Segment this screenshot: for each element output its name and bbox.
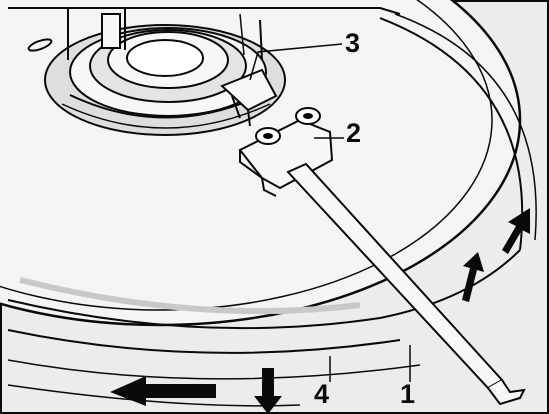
callout-label-4: 4 xyxy=(314,379,330,409)
hub xyxy=(44,8,286,136)
callout-label-3: 3 xyxy=(345,28,361,58)
arrow-right-up-large xyxy=(502,208,530,254)
leader-lines xyxy=(249,43,411,382)
housing-background xyxy=(8,7,401,52)
callout-label-1: 1 xyxy=(400,379,416,409)
latch-part-3 xyxy=(220,68,278,127)
callout-label-2: 2 xyxy=(346,118,362,148)
lever-tool-1 xyxy=(286,162,526,406)
arrow-left xyxy=(110,376,216,406)
arrow-right-up-small xyxy=(462,252,484,302)
arrow-down xyxy=(254,368,282,414)
